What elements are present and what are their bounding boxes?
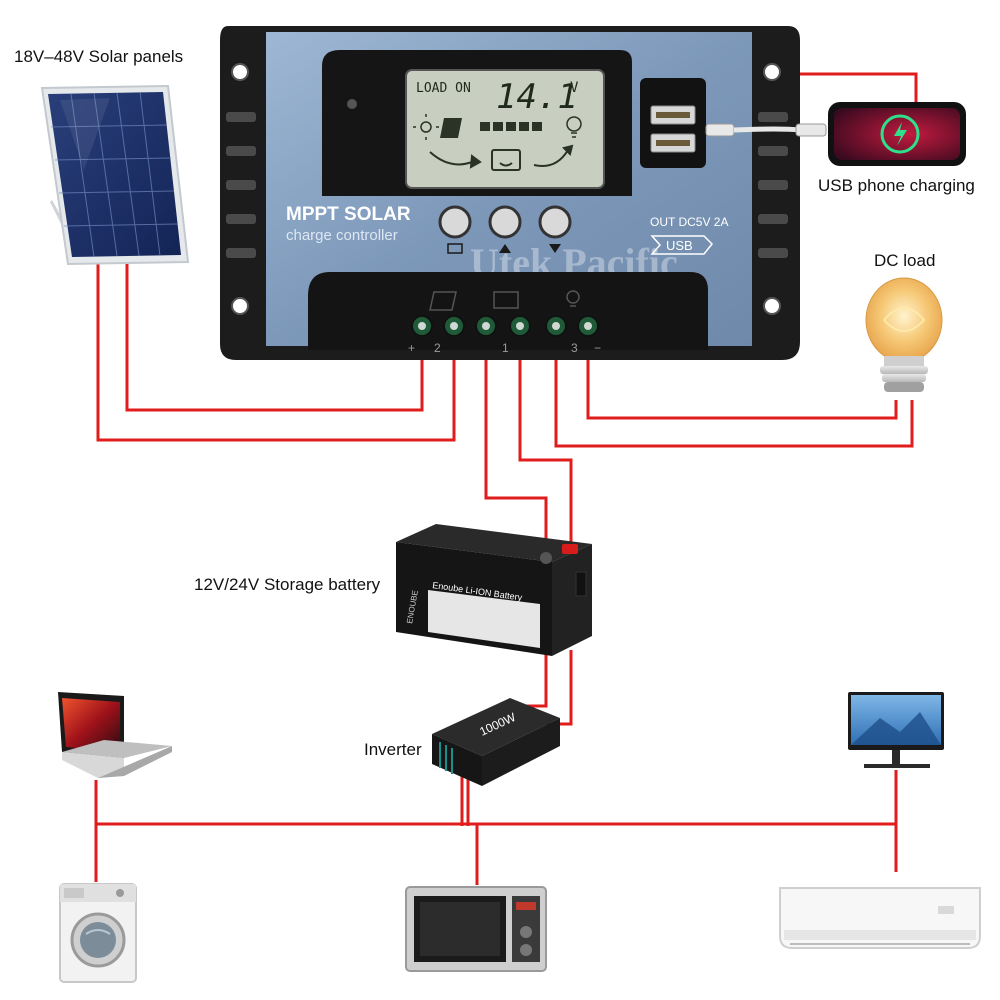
usb-phone-charging-label: USB phone charging xyxy=(818,176,975,195)
wire-load-negative xyxy=(586,330,898,420)
wire-solar-negative xyxy=(96,262,456,442)
light-bulb-icon xyxy=(865,277,943,392)
terminal-label-minus: − xyxy=(594,341,601,355)
lcd-panel-icon xyxy=(440,118,462,138)
terminal-battery-icon xyxy=(493,291,519,309)
controller-subtitle: charge controller xyxy=(286,227,398,244)
charge-controller: LOAD ON 14.1 V xyxy=(220,26,827,360)
lcd-status-text: LOAD ON xyxy=(416,81,471,96)
lcd-flow-icon xyxy=(429,144,574,171)
phone-icon xyxy=(828,102,966,166)
menu-button[interactable] xyxy=(438,205,472,254)
lcd-voltage-value: 14.1 xyxy=(496,77,578,117)
solar-panel-icon xyxy=(40,84,190,266)
solar-panels-label: 18V–48V Solar panels xyxy=(14,47,183,66)
usb-output-label: OUT DC5V 2A xyxy=(650,215,728,229)
laptop-icon xyxy=(58,692,172,778)
lcd-battery-bars-icon xyxy=(480,122,542,131)
usb-badge-label: USB xyxy=(666,238,693,253)
washing-machine-icon xyxy=(59,883,137,983)
lcd-bulb-icon xyxy=(566,116,582,138)
usb-cable-icon xyxy=(705,123,827,137)
inverter-icon: 1000W xyxy=(432,698,560,786)
monitor-icon xyxy=(848,692,944,768)
storage-battery-label: 12V/24V Storage battery xyxy=(194,575,381,594)
terminal-label-2: 2 xyxy=(434,341,441,355)
lcd-screen xyxy=(405,69,605,189)
terminal-label-3: 3 xyxy=(571,341,578,355)
wire-solar-positive xyxy=(125,262,424,412)
air-conditioner-icon xyxy=(779,887,981,949)
terminal-bulb-icon xyxy=(566,290,580,307)
battery-icon: Enoube Li-ION Battery ENOUBE xyxy=(396,524,592,656)
terminal-screws xyxy=(411,315,599,337)
wire-battery-inverter-b xyxy=(546,650,573,726)
wire-battery-negative xyxy=(518,330,573,548)
inverter-label: Inverter xyxy=(364,740,422,759)
controller-title: MPPT SOLAR xyxy=(286,204,411,225)
lcd-sun-icon xyxy=(413,114,439,140)
lcd-voltage-unit: V xyxy=(570,80,579,96)
terminal-label-1: 1 xyxy=(502,341,509,355)
usb-port-icon xyxy=(650,105,696,153)
terminal-label-plus: + xyxy=(408,341,415,355)
dc-load-label: DC load xyxy=(874,251,935,270)
terminal-solar-icon xyxy=(429,291,457,311)
up-button[interactable] xyxy=(488,205,522,253)
wire-battery-positive xyxy=(484,330,548,555)
wire-load-positive xyxy=(554,330,914,448)
microwave-icon xyxy=(405,886,547,972)
down-button[interactable] xyxy=(538,205,572,253)
wire-battery-inverter-a xyxy=(526,650,548,708)
